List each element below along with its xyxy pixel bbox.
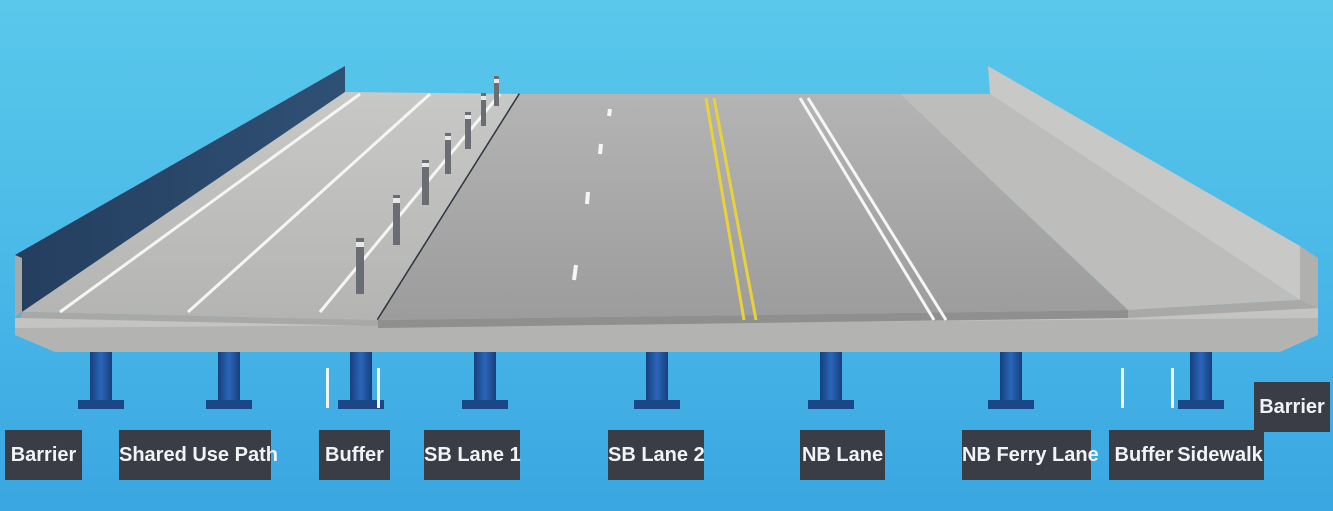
double-white-line	[798, 97, 948, 321]
buffer-bollards	[356, 76, 499, 294]
girder	[988, 350, 1034, 409]
barrier-right	[988, 66, 1318, 308]
label-nb-ferry-lane: NB Ferry Lane	[962, 430, 1099, 480]
girder	[462, 350, 508, 409]
steel-girders	[78, 350, 1224, 409]
label-nb-lane: NB Lane	[800, 430, 885, 480]
roadway-surface	[378, 94, 1128, 320]
barrier-left	[15, 66, 345, 318]
double-yellow-centerline	[704, 97, 758, 321]
shared-use-path-surface	[22, 92, 520, 320]
label-buffer-right: Buffer	[1109, 430, 1179, 480]
section-divider-ticks	[326, 368, 1174, 408]
girder	[338, 350, 384, 409]
girder	[634, 350, 680, 409]
girder	[1178, 350, 1224, 409]
sidewalk-surface	[900, 94, 1300, 310]
label-buffer-left: Buffer	[319, 430, 390, 480]
label-sb-lane-1: SB Lane 1	[424, 430, 521, 480]
label-sidewalk: Sidewalk	[1176, 430, 1264, 480]
girder	[808, 350, 854, 409]
girder	[78, 350, 124, 409]
label-shared-use-path: Shared Use Path	[119, 430, 278, 480]
sb-lane-dashes	[572, 108, 612, 281]
label-barrier-right: Barrier	[1254, 382, 1330, 432]
girder	[206, 350, 252, 409]
label-sb-lane-2: SB Lane 2	[608, 430, 705, 480]
label-barrier-left: Barrier	[5, 430, 82, 480]
